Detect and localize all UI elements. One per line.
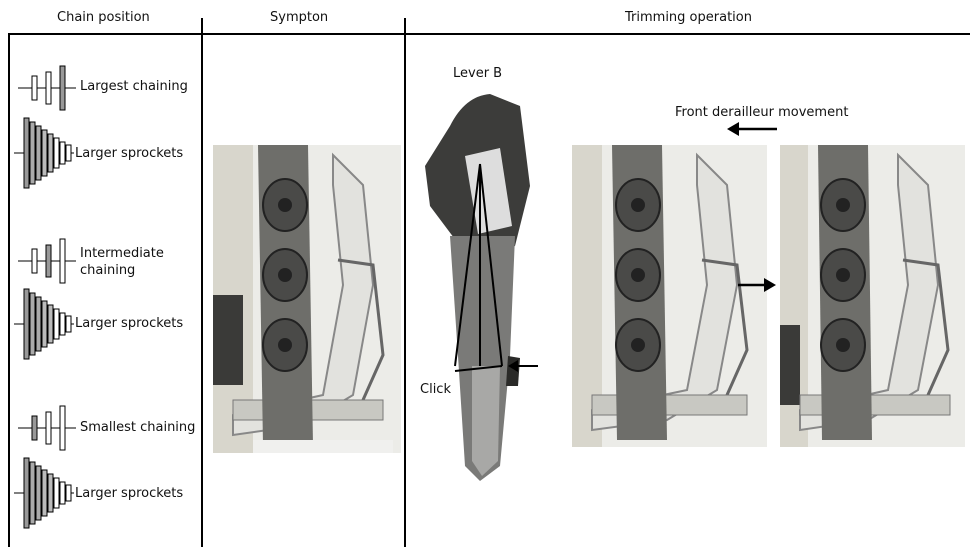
column-divider-2 xyxy=(404,18,406,547)
sprockets-icon-row2 xyxy=(14,289,76,359)
chainring-icon-intermediate xyxy=(18,239,78,283)
right-arrow-icon xyxy=(738,278,778,292)
sprockets-label-row2: Larger sprockets xyxy=(75,316,183,331)
lever-b-label: Lever B xyxy=(453,66,502,81)
before-trim-chain-photo xyxy=(572,145,767,447)
shift-lever-photo xyxy=(420,86,530,486)
chainring-icon-smallest xyxy=(18,406,78,450)
click-label: Click xyxy=(420,382,451,397)
chainring-icon-largest xyxy=(18,66,78,110)
after-trim-chain-photo xyxy=(780,145,965,447)
sprockets-label-row3: Larger sprockets xyxy=(75,486,183,501)
chainring-label-smallest: Smallest chaining xyxy=(80,420,195,435)
header-trimming-operation: Trimming operation xyxy=(625,10,752,25)
chainring-label-intermediate: Intermediate chaining xyxy=(80,245,164,279)
column-divider-1 xyxy=(201,18,203,547)
push-arrow-icon xyxy=(508,359,540,373)
front-derailleur-movement-label: Front derailleur movement xyxy=(675,105,848,120)
header-chain-position: Chain position xyxy=(57,10,150,25)
sprockets-icon-row3 xyxy=(14,458,76,528)
header-rule xyxy=(8,33,970,35)
sprockets-icon-row1 xyxy=(14,118,76,188)
header-sympton: Sympton xyxy=(270,10,328,25)
sprockets-label-row1: Larger sprockets xyxy=(75,146,183,161)
left-arrow-icon xyxy=(727,122,779,136)
chainring-label-largest: Largest chaining xyxy=(80,79,188,94)
symptom-chain-derailleur-photo xyxy=(213,145,401,453)
left-border xyxy=(8,33,10,547)
